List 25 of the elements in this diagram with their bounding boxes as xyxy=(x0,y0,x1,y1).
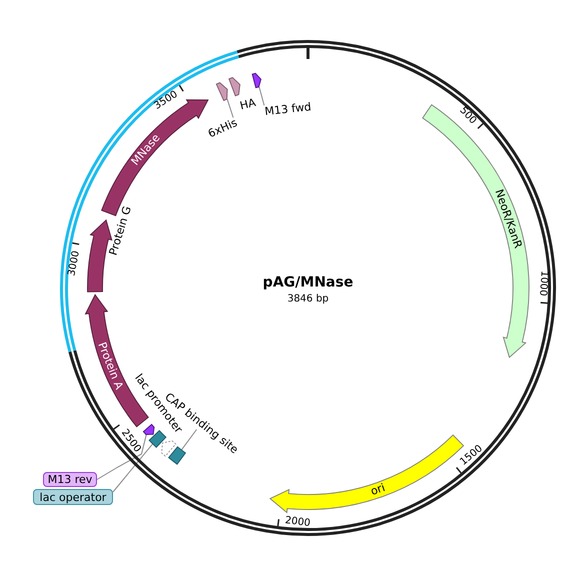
tick-label: 500 xyxy=(458,106,477,126)
feature-label: HA xyxy=(238,96,258,113)
tick-label: 2000 xyxy=(284,516,311,528)
feature-segment xyxy=(160,439,177,458)
feature-tag: lac operator xyxy=(33,489,113,505)
leader-line xyxy=(96,434,147,480)
feature-name: Protein A xyxy=(95,340,125,392)
plasmid-size: 3846 bp xyxy=(287,293,329,304)
feature-segment xyxy=(215,81,229,102)
tick-label: 1000 xyxy=(538,270,548,296)
feature-segment xyxy=(251,72,262,89)
leader-line xyxy=(226,98,234,118)
feature-tag: M13 rev xyxy=(43,472,97,487)
plasmid-name: pAG/MNase xyxy=(262,275,354,291)
feature-segment xyxy=(421,103,530,359)
feature-label: 6xHis xyxy=(206,117,240,141)
leader-line xyxy=(258,86,265,106)
feature-box xyxy=(167,445,187,466)
feature-segment xyxy=(227,76,241,97)
tick-label: 3000 xyxy=(68,250,81,276)
leader-line xyxy=(180,429,198,450)
feature-name: ori xyxy=(368,482,386,498)
leader-line xyxy=(112,443,154,492)
feature-label: Protein G xyxy=(107,204,134,257)
feature-label: M13 fwd xyxy=(264,100,312,118)
